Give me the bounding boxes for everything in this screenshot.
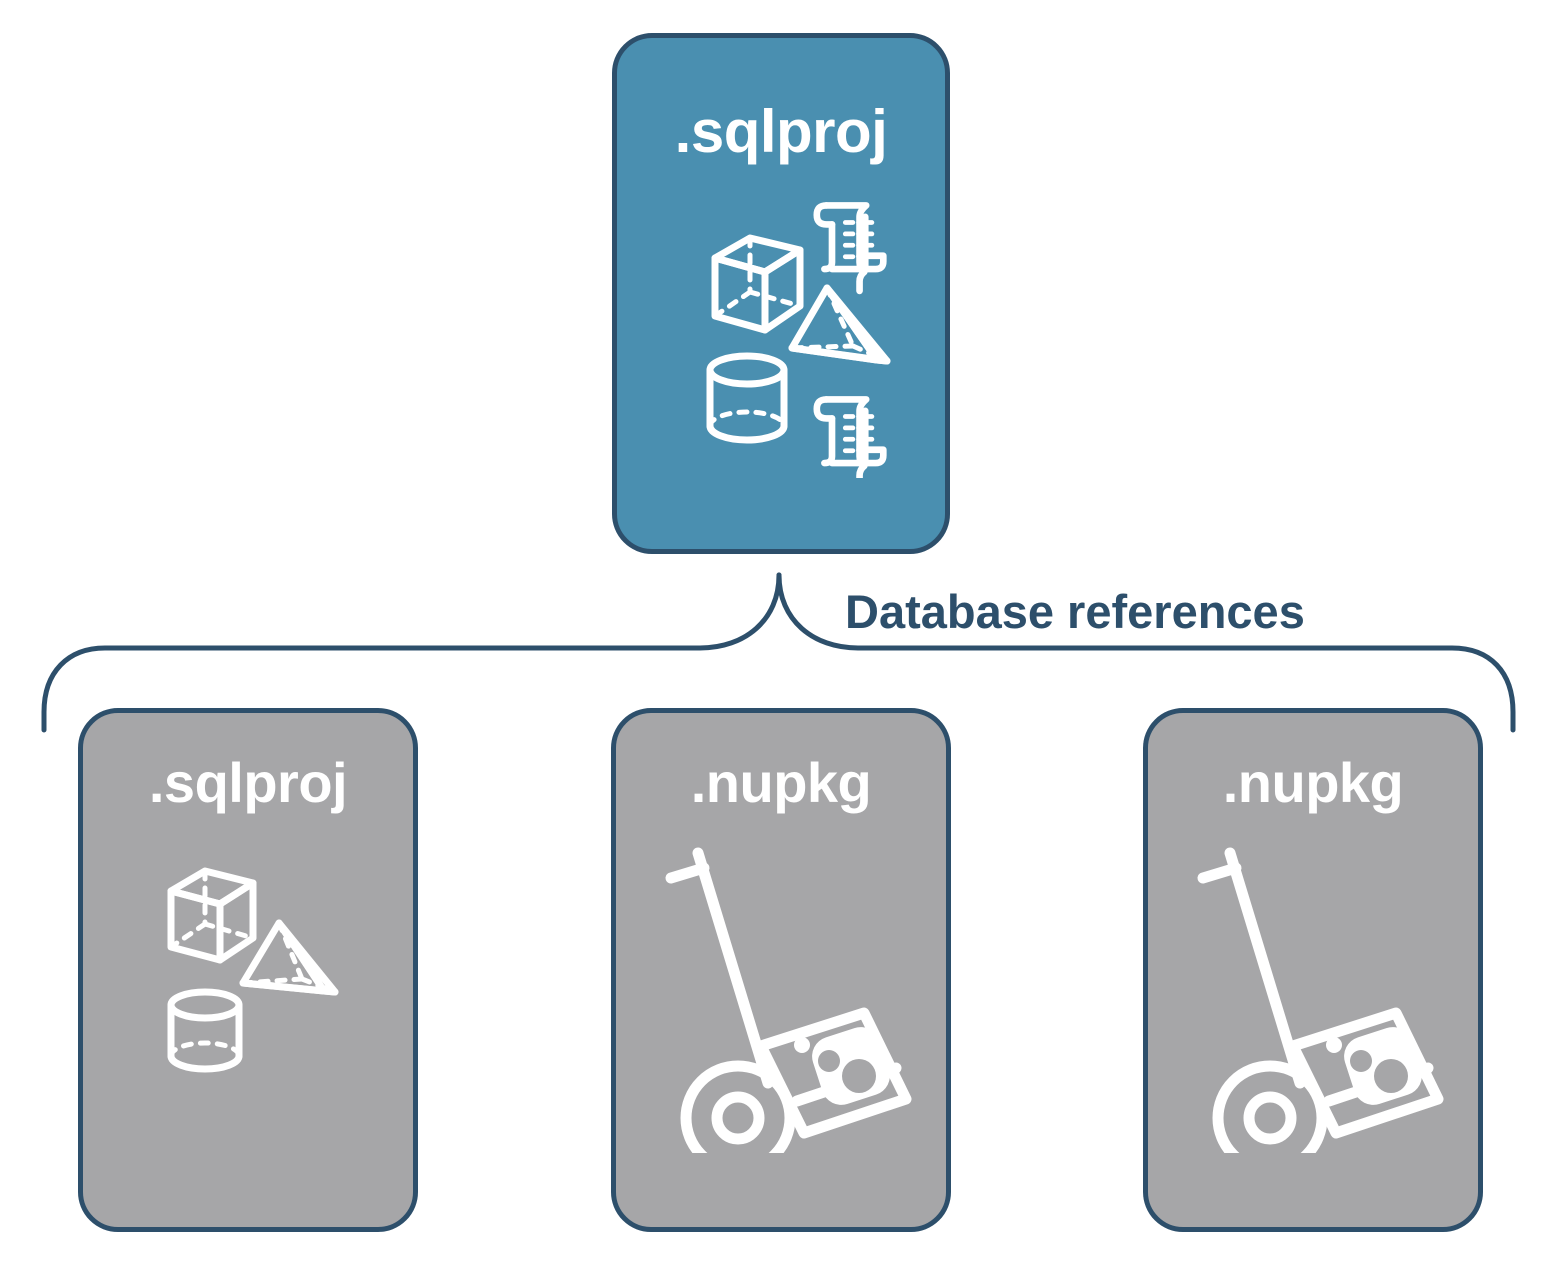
parent-card-sqlproj[interactable]: .sqlproj — [612, 33, 950, 554]
child-card-sqlproj[interactable]: .sqlproj — [78, 708, 418, 1232]
child-card-nupkg-2[interactable]: .nupkg — [1143, 708, 1483, 1232]
cylinder-icon — [706, 352, 788, 444]
child-card-title-nupkg-2: .nupkg — [1222, 751, 1404, 814]
child-card-icon-group-package-1 — [616, 843, 946, 1176]
nuget-package-icon — [818, 1050, 876, 1093]
parent-card-icon-group — [617, 188, 945, 489]
scroll-icon — [813, 396, 887, 489]
nuget-package-icon — [1287, 1007, 1444, 1139]
child-card-icon-group-shapes — [83, 853, 413, 1103]
nuget-package-icon — [1350, 1050, 1408, 1093]
cylinder-icon — [167, 988, 243, 1073]
parent-card-title: .sqlproj — [674, 98, 888, 165]
cube-icon — [167, 867, 257, 964]
bracket-label-database-references: Database references — [845, 585, 1305, 638]
pyramid-icon — [239, 919, 339, 996]
scroll-icon — [813, 202, 887, 295]
cube-icon — [711, 234, 804, 334]
child-card-icon-group-package-2 — [1148, 843, 1478, 1176]
nuget-package-icon — [755, 1007, 912, 1139]
child-card-title-nupkg-1: .nupkg — [690, 751, 872, 814]
pyramid-icon — [788, 284, 891, 365]
child-card-title-sqlproj: .sqlproj — [148, 751, 348, 814]
child-card-nupkg-1[interactable]: .nupkg — [611, 708, 951, 1232]
